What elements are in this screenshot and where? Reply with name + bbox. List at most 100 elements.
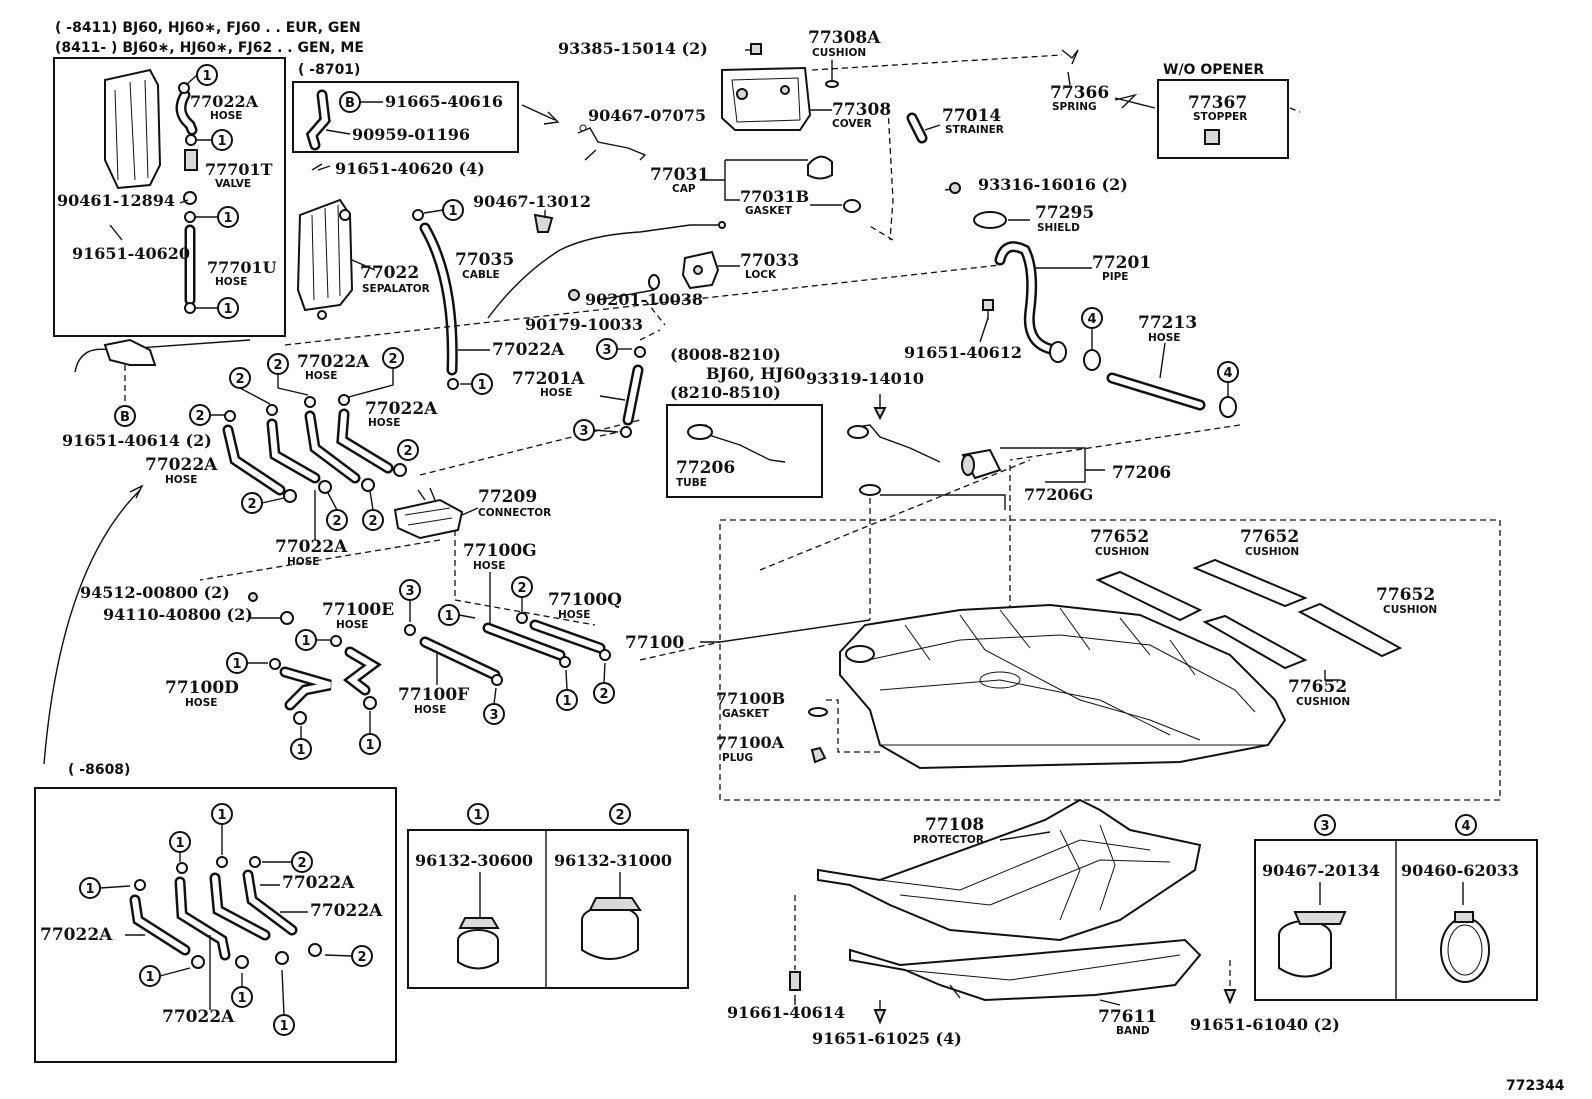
svg-text:3: 3	[1320, 819, 1329, 834]
sublabel-stopper: STOPPER	[1193, 111, 1247, 123]
svg-text:1: 1	[301, 634, 310, 649]
sublabel-gasket: GASKET	[745, 205, 793, 217]
label-77022a: 77022A	[40, 925, 113, 945]
callout-1: 1	[211, 129, 233, 151]
sublabel-connector: CONNECTOR	[478, 507, 551, 519]
cushion-77652	[1202, 614, 1308, 670]
cushion-77652	[1297, 602, 1403, 658]
label-77022a: 77022A	[145, 455, 218, 475]
sublabel-hose: HOSE	[540, 387, 572, 399]
callout-1: 1	[438, 604, 460, 626]
callout-3: 3	[1314, 814, 1336, 836]
label-77701u: 77701U	[207, 258, 277, 277]
wo-opener-title: W/O OPENER	[1163, 62, 1264, 78]
callout-2: 2	[593, 682, 615, 704]
svg-text:2: 2	[332, 514, 341, 529]
sublabel-hose: HOSE	[215, 276, 247, 288]
label-77014: 77014	[942, 106, 1001, 126]
label-77022a: 77022A	[297, 352, 370, 372]
svg-text:2: 2	[388, 352, 397, 367]
callout-2: 2	[291, 851, 313, 873]
callout-2: 2	[382, 347, 404, 369]
svg-text:3: 3	[602, 343, 611, 358]
bracket-91651-40614	[103, 338, 157, 366]
label-94512-00800-2: 94512-00800 (2)	[80, 583, 230, 602]
label-77308a: 77308A	[808, 28, 881, 48]
svg-text:2: 2	[599, 687, 608, 702]
callout-1: 1	[442, 199, 464, 221]
sublabel-hose: HOSE	[473, 560, 505, 572]
svg-text:1: 1	[175, 836, 184, 851]
callout-2: 2	[351, 945, 373, 967]
svg-text:2: 2	[615, 808, 624, 823]
label-77206g: 77206G	[1024, 485, 1093, 504]
sublabel-hose: HOSE	[185, 697, 217, 709]
callout-4: 4	[1455, 814, 1477, 836]
svg-text:1: 1	[223, 302, 232, 317]
svg-text:2: 2	[403, 444, 412, 459]
model-bj60-hj60: BJ60, HJ60	[706, 364, 805, 383]
callout-1: 1	[467, 803, 489, 825]
label-90461-12894: 90461-12894	[57, 191, 175, 210]
callout-b: B	[339, 91, 361, 113]
clamp-4-partnumber: 90460-62033	[1401, 861, 1519, 880]
sublabel-hose: HOSE	[287, 556, 319, 568]
range-8608: ( -8608)	[68, 762, 130, 778]
label-77206-tube: 77206	[676, 458, 735, 478]
label-77108: 77108	[925, 815, 984, 835]
label-77100q: 77100Q	[548, 590, 622, 610]
callout-2: 2	[241, 492, 263, 514]
shield-77295	[973, 211, 1007, 229]
sublabel-protector: PROTECTOR	[913, 834, 984, 846]
sublabel-cushion: CUSHION	[1296, 696, 1350, 708]
svg-text:2: 2	[297, 856, 306, 871]
callout-2: 2	[189, 404, 211, 426]
label-77022a: 77022A	[275, 537, 348, 557]
svg-text:2: 2	[247, 497, 256, 512]
cushion-77652	[1192, 558, 1308, 608]
label-91661-40614: 91661-40614	[727, 1003, 845, 1022]
callout-b: B	[114, 405, 136, 427]
inset-box-tube-77206	[666, 404, 823, 498]
callout-1: 1	[217, 297, 239, 319]
callout-4: 4	[1217, 361, 1239, 383]
label-91665-40616: 91665-40616	[385, 92, 503, 111]
svg-text:1: 1	[279, 1019, 288, 1034]
label-77206: 77206	[1112, 463, 1171, 483]
svg-text:1: 1	[145, 970, 154, 985]
svg-text:4: 4	[1461, 819, 1470, 834]
sublabel-hose: HOSE	[210, 110, 242, 122]
callout-1: 1	[217, 206, 239, 228]
label-77022a: 77022A	[190, 92, 259, 111]
sublabel-cable: CABLE	[462, 269, 500, 281]
sublabel-hose: HOSE	[1148, 332, 1180, 344]
svg-text:1: 1	[223, 211, 232, 226]
sublabel-plug: PLUG	[722, 752, 753, 764]
band-77611	[849, 938, 1202, 1002]
cover-77308	[721, 66, 812, 131]
callout-1: 1	[359, 733, 381, 755]
svg-text:3: 3	[405, 584, 414, 599]
callout-3: 3	[483, 703, 505, 725]
label-77701t: 77701T	[205, 160, 273, 179]
sublabel-hose: HOSE	[368, 417, 400, 429]
label-77308: 77308	[832, 100, 891, 120]
sublabel-valve: VALVE	[215, 178, 251, 190]
svg-text:B: B	[345, 96, 355, 111]
cap-77031	[807, 155, 833, 180]
svg-text:1: 1	[237, 991, 246, 1006]
label-77652: 77652	[1240, 527, 1299, 547]
svg-text:2: 2	[517, 581, 526, 596]
label-77209: 77209	[478, 487, 537, 507]
label-77367: 77367	[1188, 93, 1247, 113]
clamp-2-partnumber: 96132-31000	[554, 851, 672, 870]
svg-text:1: 1	[232, 657, 241, 672]
svg-text:3: 3	[489, 708, 498, 723]
label-77100e: 77100E	[322, 600, 394, 620]
label-77652: 77652	[1376, 585, 1435, 605]
label-90959-01196: 90959-01196	[352, 125, 470, 144]
callout-2: 2	[229, 367, 251, 389]
inset-box-early-separator	[53, 57, 286, 337]
svg-text:1: 1	[444, 609, 453, 624]
